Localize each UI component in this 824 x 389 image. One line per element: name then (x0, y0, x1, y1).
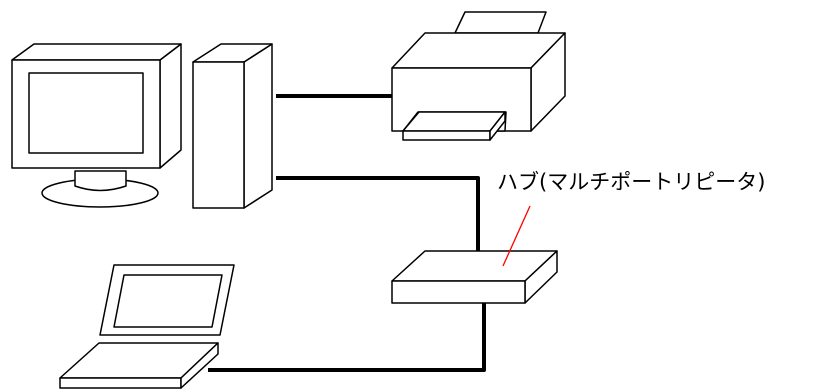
printer-icon (391, 11, 566, 141)
laptop-icon (59, 264, 235, 389)
tower-computer-icon (192, 43, 273, 209)
hub-label: ハブ(マルチポートリピータ) (497, 170, 766, 194)
hub-label-leader-line (502, 205, 531, 267)
monitor-icon (11, 43, 182, 208)
cable-hub-to-laptop (208, 302, 486, 372)
cable-pc-to-hub (276, 176, 480, 262)
hub-icon (391, 250, 558, 304)
cables (208, 94, 486, 372)
